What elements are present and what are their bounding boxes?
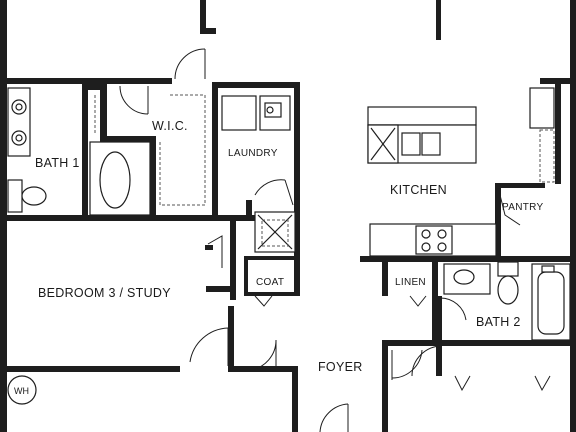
label-pantry: PANTRY <box>502 202 543 213</box>
label-bath1: BATH 1 <box>35 156 80 170</box>
label-coat: COAT <box>256 277 284 288</box>
label-laundry: LAUNDRY <box>228 148 278 159</box>
label-kitchen: KITCHEN <box>390 183 447 197</box>
label-bedroom3: BEDROOM 3 / STUDY <box>38 286 171 300</box>
label-wic: W.I.C. <box>152 119 188 133</box>
wic-shelves <box>94 94 206 206</box>
bath1-fixtures <box>7 87 151 216</box>
label-linen: LINEN <box>395 277 426 288</box>
kitchen-fixtures <box>367 87 555 257</box>
interior-lines <box>0 20 572 347</box>
label-water-heater: WH <box>14 386 29 396</box>
bath2-fixtures <box>443 261 571 341</box>
label-bath2: BATH 2 <box>476 315 521 329</box>
laundry-appliances <box>221 95 296 253</box>
doors <box>119 48 551 432</box>
water-heater <box>7 375 37 405</box>
label-foyer: FOYER <box>318 360 363 374</box>
